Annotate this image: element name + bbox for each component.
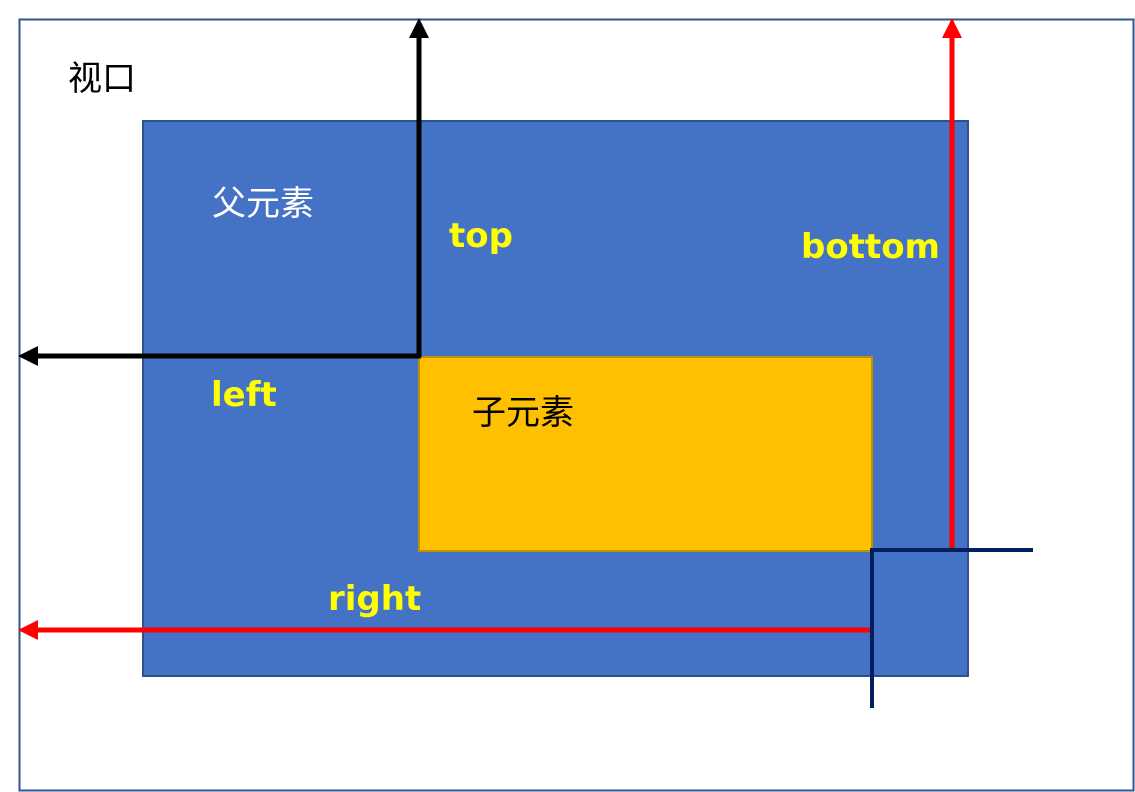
parent-label: 父元素 (212, 184, 314, 224)
right-label: right (328, 579, 421, 619)
viewport-label: 视口 (68, 59, 136, 99)
child-label: 子元素 (472, 393, 574, 433)
top-label: top (449, 216, 513, 256)
child-element-box (418, 356, 873, 552)
bottom-label: bottom (801, 227, 940, 267)
left-label: left (211, 375, 277, 415)
